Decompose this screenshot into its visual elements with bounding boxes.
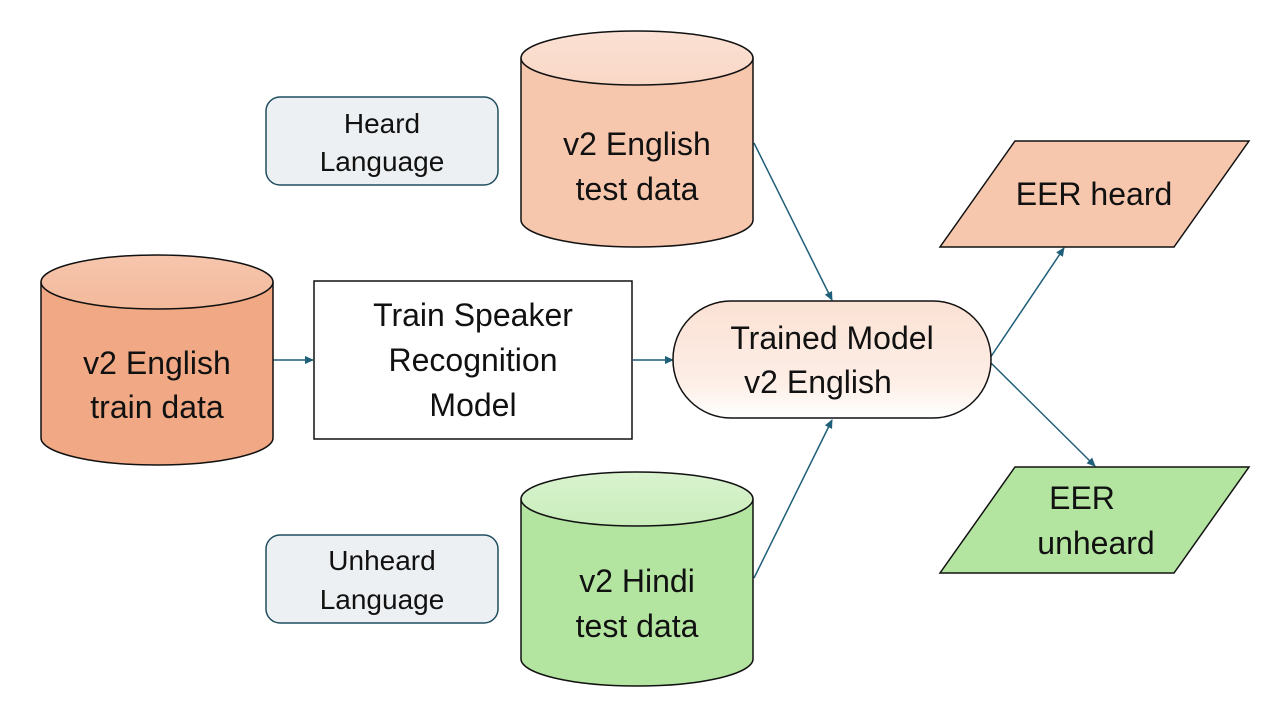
cylinder-english-test-body xyxy=(520,58,754,248)
label-unheard-line2: Language xyxy=(320,584,445,615)
cylinder-hindi-test-data: v2 Hindi test data xyxy=(520,471,754,687)
cylinder-hindi-body xyxy=(520,499,754,687)
train-data-line1: v2 English xyxy=(83,345,231,381)
eer-unheard-line2: unheard xyxy=(1037,525,1154,561)
cylinder-train-body xyxy=(40,282,274,466)
train-data-line2: train data xyxy=(90,389,224,425)
cylinder-english-train-data: v2 English train data xyxy=(40,254,274,466)
arrow-trained-model-to-eer-heard xyxy=(989,247,1065,359)
english-test-line2: test data xyxy=(576,171,699,207)
label-heard-line2: Language xyxy=(320,146,445,177)
cylinder-english-test-data: v2 English test data xyxy=(520,30,754,248)
output-eer-unheard: EER unheard xyxy=(938,466,1251,574)
label-unheard-line1: Unheard xyxy=(328,545,435,576)
eer-heard-shape xyxy=(938,140,1251,248)
arrow-english-test-to-trained-model xyxy=(753,142,833,301)
cylinder-english-test-top xyxy=(520,30,754,86)
arrow-trained-model-to-eer-unheard xyxy=(989,361,1096,467)
terminal-trained-model: Trained Model v2 English xyxy=(672,300,992,419)
label-heard-line1: Heard xyxy=(344,108,420,139)
hindi-test-line2: test data xyxy=(576,608,699,644)
train-model-line1: Train Speaker xyxy=(373,297,573,333)
cylinder-hindi-top xyxy=(520,471,754,527)
hindi-test-line1: v2 Hindi xyxy=(579,563,695,599)
train-model-line2: Recognition xyxy=(389,342,558,378)
eer-unheard-line1: EER xyxy=(1049,480,1115,516)
label-unheard-language: Unheard Language xyxy=(265,534,499,624)
label-heard-box xyxy=(265,96,499,186)
cylinder-train-top xyxy=(40,254,274,310)
english-test-line1: v2 English xyxy=(563,126,711,162)
output-eer-heard: EER heard xyxy=(938,140,1251,248)
process-train-speaker-model: Train Speaker Recognition Model xyxy=(313,280,633,440)
eer-unheard-shape xyxy=(938,466,1251,574)
arrow-hindi-test-to-trained-model xyxy=(753,419,833,579)
eer-heard-line1: EER heard xyxy=(1016,176,1173,212)
train-model-box xyxy=(313,280,633,440)
trained-model-pill xyxy=(672,300,992,419)
trained-model-line1: Trained Model xyxy=(730,320,933,356)
label-unheard-box xyxy=(265,534,499,624)
trained-model-line2: v2 English xyxy=(744,364,892,400)
label-heard-language: Heard Language xyxy=(265,96,499,186)
train-model-line3: Model xyxy=(429,387,516,423)
connectors xyxy=(273,142,1096,579)
